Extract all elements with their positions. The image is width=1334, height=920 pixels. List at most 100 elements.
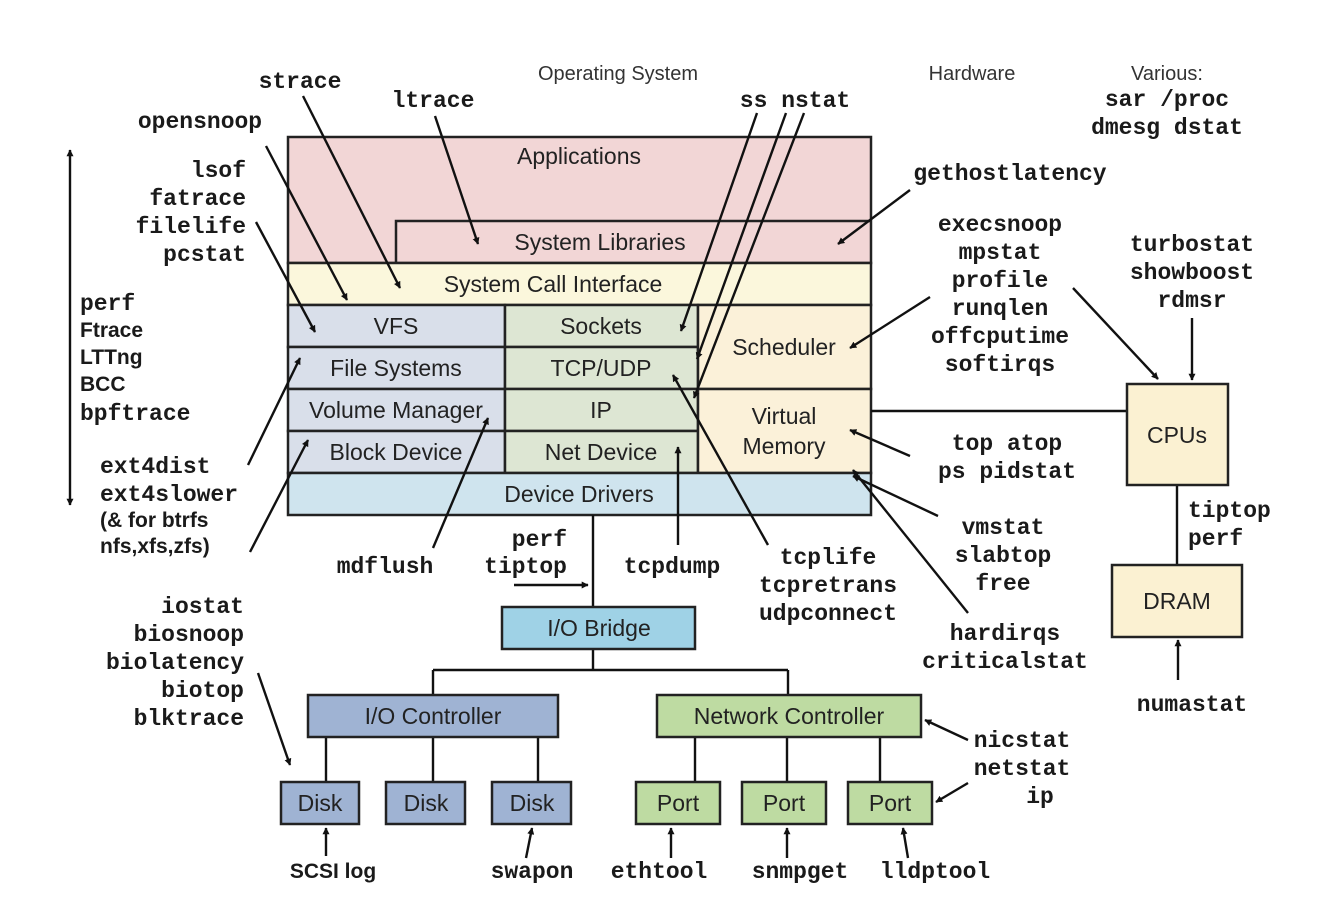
tool-udpconnect: udpconnect (759, 601, 897, 627)
arrow-swapon (524, 827, 535, 859)
box-port-2 (740, 780, 828, 826)
tool-lldptool: lldptool (880, 859, 990, 885)
tool-pcstat: pcstat (163, 242, 246, 268)
tool-ltrace: ltrace (392, 88, 475, 114)
tool-tcpretrans: tcpretrans (759, 573, 897, 599)
tool-bpftrace: bpftrace (80, 401, 190, 427)
header-operating-system: Operating System (538, 63, 698, 85)
tool-biotop: biotop (161, 678, 244, 704)
arrow-ltrace (433, 115, 480, 245)
header-hardware: Hardware (929, 63, 1016, 85)
arrow-tcp-tools (671, 374, 770, 546)
tool-perf: perf (80, 291, 135, 317)
box-disk-3 (490, 780, 573, 826)
tool-scsi-log: SCSI log (290, 860, 376, 883)
tool-iostat: iostat (161, 594, 244, 620)
tool-numastat: numastat (1137, 692, 1247, 718)
label-io-bridge: I/O Bridge (547, 615, 651, 641)
tool-nicstat: nicstat (974, 728, 1071, 754)
arrow-hardirqs (852, 469, 969, 614)
tool-tcplife: tcplife (780, 545, 877, 571)
tool-perf-mem: perf (1188, 526, 1243, 552)
label-system-libraries: System Libraries (514, 229, 685, 255)
tool-rdmsr: rdmsr (1157, 288, 1226, 314)
tool-ext4slower: ext4slower (100, 482, 238, 508)
tool-snmpget: snmpget (752, 859, 849, 885)
tool-tcpdump: tcpdump (624, 554, 721, 580)
layer-ip (503, 387, 700, 433)
tool-bcc: BCC (80, 373, 126, 396)
layer-scheduler (696, 303, 873, 391)
arrow-cpu-tools-scheduler (849, 295, 931, 350)
box-io-bridge (500, 605, 697, 651)
label-sockets: Sockets (560, 313, 642, 339)
arrow-nstat-2 (692, 112, 806, 399)
tool-vmstat: vmstat (962, 515, 1045, 541)
label-system-call-interface: System Call Interface (444, 271, 663, 297)
arrow-nstat-1 (695, 112, 788, 360)
arrow-nicstat (924, 718, 969, 742)
box-disk-2 (384, 780, 467, 826)
box-io-controller (306, 693, 560, 739)
arrow-process-tools (849, 428, 911, 458)
tool-free: free (975, 571, 1030, 597)
arrow-gethostlatency (837, 189, 911, 245)
tool-softirqs: softirqs (945, 352, 1055, 378)
label-net-device: Net Device (545, 439, 657, 465)
label-applications: Applications (517, 143, 641, 169)
label-vfs: VFS (374, 313, 419, 339)
tool-various-line1: sar /proc (1105, 87, 1229, 113)
label-port-2: Port (763, 790, 806, 816)
arrow-ext4 (246, 357, 302, 466)
arrow-mdflush (431, 417, 490, 549)
tool-criticalstat: criticalstat (922, 649, 1088, 675)
pointer-arrows (246, 95, 1196, 859)
arrow-lldptool (900, 827, 910, 859)
box-disk-1 (279, 780, 361, 826)
arrow-block-device (248, 439, 310, 553)
label-volume-manager: Volume Manager (309, 397, 483, 423)
tool-tiptop-mem: tiptop (1188, 498, 1271, 524)
tool-execsnoop: execsnoop (938, 212, 1062, 238)
tool-netstat: netstat (974, 756, 1071, 782)
tool-ethtool: ethtool (611, 859, 708, 885)
arrow-opensnoop (264, 145, 349, 301)
tool-opensnoop: opensnoop (138, 109, 262, 135)
arrow-cpu-tools-cpus (1072, 287, 1159, 380)
label-cpus: CPUs (1147, 422, 1207, 448)
tool-gethostlatency: gethostlatency (913, 161, 1106, 187)
arrow-netstat (935, 781, 969, 804)
label-ip: IP (590, 397, 612, 423)
tool-perf-bus: perf (512, 527, 567, 553)
tool-tiptop-bus: tiptop (484, 554, 567, 580)
hardware-connections (324, 409, 1179, 782)
label-disk-3: Disk (510, 790, 555, 816)
tool-labels: strace ltrace opensnoop ss nstat lsof fa… (80, 69, 1271, 885)
tool-ext4dist: ext4dist (100, 454, 210, 480)
tool-slabtop: slabtop (955, 543, 1052, 569)
layer-applications (286, 135, 873, 265)
box-port-3 (846, 780, 934, 826)
label-disk-2: Disk (404, 790, 449, 816)
label-file-systems: File Systems (330, 355, 462, 381)
arrow-block-tools (256, 672, 292, 766)
tool-swapon: swapon (491, 859, 574, 885)
os-stack: Applications System Libraries System Cal… (286, 135, 873, 517)
arrow-file-tools (254, 221, 317, 333)
tool-biosnoop: biosnoop (134, 622, 244, 648)
tool-filelife: filelife (136, 214, 246, 240)
tool-offcputime: offcputime (931, 324, 1069, 350)
tool-blktrace: blktrace (134, 706, 244, 732)
tool-profile: profile (952, 268, 1049, 294)
label-port-3: Port (869, 790, 912, 816)
box-dram (1110, 563, 1244, 639)
layer-net-device (503, 429, 700, 475)
tool-mdflush: mdflush (337, 554, 434, 580)
tool-various-line2: dmesg dstat (1091, 115, 1243, 141)
hardware-boxes: I/O Bridge I/O Controller Network Contro… (279, 382, 1244, 826)
tool-ext4-note-1: (& for btrfs (100, 509, 209, 532)
tool-lsof: lsof (191, 158, 246, 184)
label-device-drivers: Device Drivers (504, 481, 654, 507)
box-network-controller (655, 693, 923, 739)
